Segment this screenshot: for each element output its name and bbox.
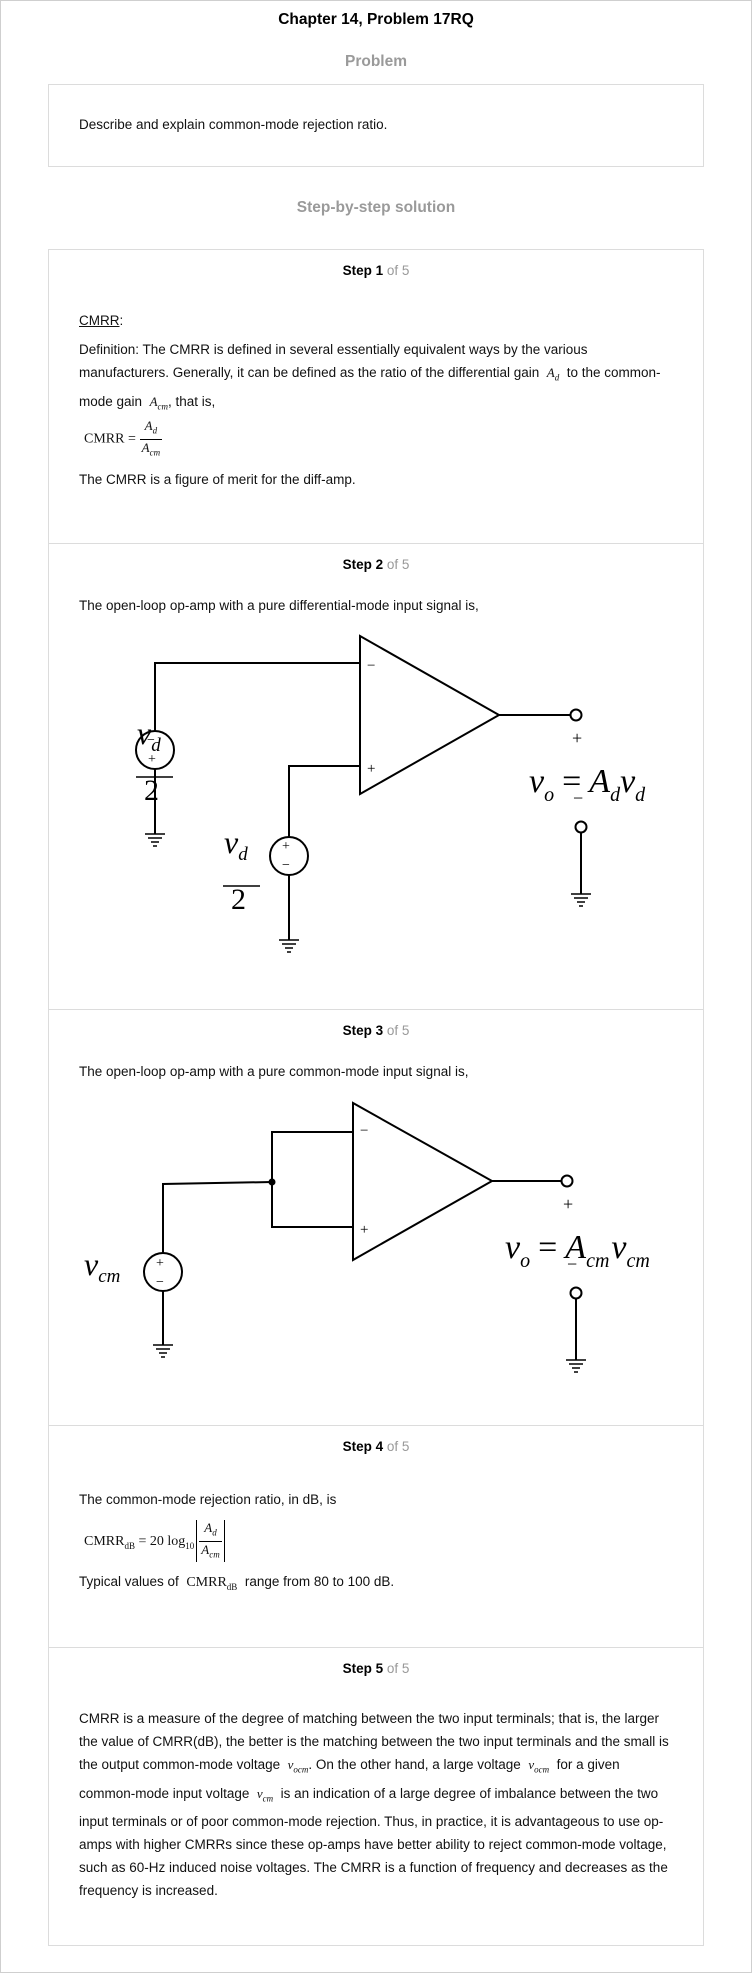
output-terminal-bottom [569, 1286, 583, 1300]
ground-icon-2 [279, 939, 299, 953]
svg-text:vcm: vcm [84, 1246, 120, 1287]
common-mode-diagram: − + + − + − vcm vo=Acmvcm [84, 1101, 650, 1373]
step-1-card: Step 1 of 5 CMRR: Definition: The CMRR i… [48, 249, 704, 544]
output-terminal-top [569, 708, 583, 722]
output-terminal-top [560, 1174, 574, 1188]
step-5-header: Step 5 of 5 [342, 1661, 410, 1676]
cmrr-definition: Definition: The CMRR is defined in sever… [79, 342, 661, 412]
step-2-card: Step 2 of 5 The open-loop op-amp with a … [48, 543, 704, 1010]
op-amp-triangle [352, 1101, 495, 1262]
svg-text:2: 2 [231, 883, 246, 916]
step-5-card: Step 5 of 5 CMRR is a measure of the deg… [48, 1647, 704, 1946]
step-1-header: Step 1 of 5 [342, 263, 410, 278]
svg-text:+: + [156, 1256, 164, 1271]
problem-text: Describe and explain common-mode rejecti… [79, 117, 388, 132]
gain-ratio-fraction: Ad Acm [139, 418, 163, 458]
svg-text:+: + [367, 761, 375, 777]
step-2-header: Step 2 of 5 [342, 557, 410, 572]
ground-icon-1 [145, 833, 165, 847]
step-3-text: The open-loop op-amp with a pure common-… [79, 1064, 469, 1079]
typical-values: Typical values of CMRRdB range from 80 t… [79, 1574, 395, 1592]
svg-text:vd: vd [224, 824, 248, 865]
output-equation-differential: vo=Advd [529, 763, 646, 806]
step-5-text: CMRR is a measure of the degree of match… [79, 1711, 669, 1899]
svg-text:−: − [147, 733, 155, 748]
cmrr-formula: CMRR = Ad Acm [84, 418, 684, 460]
symbol-ad: Ad [546, 365, 560, 383]
symbol-acm: Acm [149, 393, 169, 412]
ground-icon-2 [566, 1359, 586, 1373]
step-2-text: The open-loop op-amp with a pure differe… [79, 598, 479, 613]
svg-text:vd: vd [137, 715, 161, 756]
page-title: Chapter 14, Problem 17RQ [278, 11, 474, 28]
step-3-card: Step 3 of 5 The open-loop op-amp with a … [48, 1009, 704, 1426]
junction-dot [268, 1178, 276, 1186]
step-4-card: Step 4 of 5 The common-mode rejection ra… [48, 1425, 704, 1648]
output-equation-common: vo=Acmvcm [505, 1229, 650, 1272]
cmrr-term: CMRR: [79, 313, 124, 328]
cmrr-closing: The CMRR is a figure of merit for the di… [79, 472, 356, 487]
step-3-header: Step 3 of 5 [342, 1023, 410, 1038]
svg-text:+: + [572, 728, 582, 748]
differential-mode-diagram: − + − + + − + − vd 2 vd 2 vo=Advd [135, 634, 646, 953]
op-amp-triangle [359, 634, 502, 796]
svg-text:−: − [156, 1275, 164, 1290]
ground-icon-1 [153, 1344, 173, 1358]
svg-text:+: + [148, 752, 156, 767]
svg-text:−: − [282, 858, 290, 873]
svg-text:−: − [367, 658, 375, 674]
svg-text:−: − [573, 788, 583, 808]
problem-heading: Problem [344, 53, 407, 70]
svg-text:2: 2 [144, 774, 159, 807]
ground-icon-3 [571, 893, 591, 907]
step-4-text: The common-mode rejection ratio, in dB, … [79, 1492, 337, 1507]
step-4-header: Step 4 of 5 [342, 1439, 410, 1454]
svg-text:+: + [563, 1194, 573, 1214]
problem-box: Describe and explain common-mode rejecti… [48, 84, 704, 167]
svg-text:+: + [360, 1222, 368, 1238]
output-terminal-bottom [574, 820, 588, 834]
solution-heading: Step-by-step solution [296, 199, 456, 216]
cmrr-db-formula: CMRRdB = 20 log10 Ad Acm [84, 1520, 684, 1563]
svg-text:−: − [360, 1123, 368, 1139]
svg-text:+: + [282, 839, 290, 854]
svg-text:−: − [567, 1254, 577, 1274]
